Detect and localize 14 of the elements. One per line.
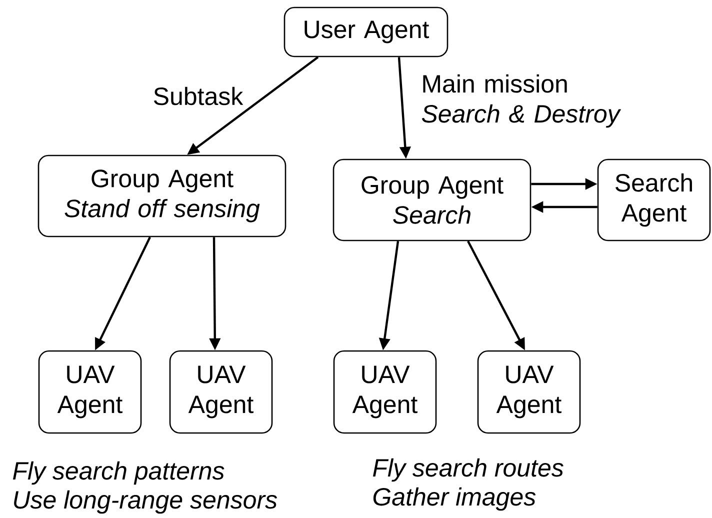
task-note: Gather images [373,487,536,511]
agent-box: UAV Agent [477,350,581,434]
agent-box: Search Agent [597,158,711,242]
task-note: Use long-range sensors [14,490,278,514]
task-note: Fly search routes [372,458,564,482]
agent-box: User Agent [284,6,448,58]
agent-box: UAV Agent [169,350,273,434]
agent-box: Group Agent Search [332,158,532,242]
edge-label: Main mission Search & Destroy [419,72,638,130]
agent-box: Group Agent Stand off sensing [38,154,286,238]
agent-box: UAV Agent [38,350,142,434]
task-note: Fly search patterns [12,461,224,485]
edge-label: Subtask [150,84,246,108]
agent-box: UAV Agent [333,350,437,434]
